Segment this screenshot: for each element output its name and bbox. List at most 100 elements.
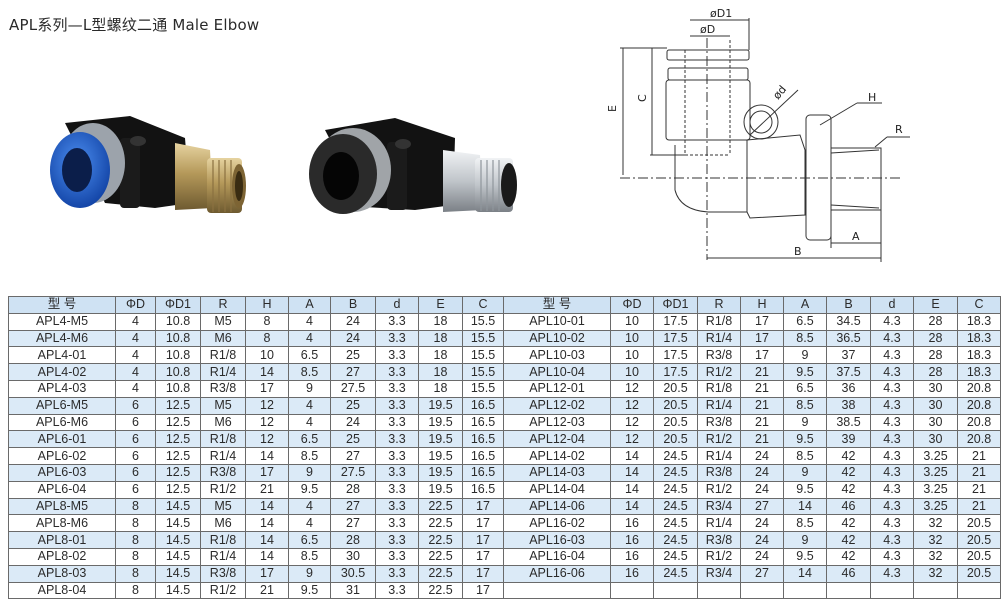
cell-right-phi-d1: 20.5 — [653, 430, 698, 448]
cell-left-h: 21 — [245, 582, 289, 599]
cell-right-phi-d1: 17.5 — [653, 330, 698, 347]
cell-right-d: 4.3 — [870, 548, 914, 566]
cell-left-phi-d1: 12.5 — [155, 447, 201, 465]
cell-right-phi-d1: 24.5 — [653, 531, 698, 549]
cell-left-r: R3/8 — [200, 565, 246, 583]
cell-right-b: 42 — [826, 531, 871, 549]
cell-left-e: 18 — [418, 330, 463, 347]
cell-left-phi-d: 6 — [115, 430, 156, 448]
cell-right-c: 20.8 — [957, 414, 1001, 431]
cell-left-phi-d: 8 — [115, 565, 156, 583]
cell-right-model: APL12-04 — [503, 430, 611, 448]
cell-right-b: 42 — [826, 548, 871, 566]
cell-left-d: 3.3 — [375, 346, 419, 364]
cell-right-r: R1/8 — [697, 313, 741, 331]
cell-left-d: 3.3 — [375, 430, 419, 448]
cell-right-d — [870, 582, 914, 599]
cell-left-model: APL6-01 — [8, 430, 116, 448]
cell-right-e: 32 — [913, 531, 958, 549]
label-A: A — [852, 230, 860, 243]
cell-left-e: 22.5 — [418, 514, 463, 532]
cell-left-b: 27.5 — [330, 464, 376, 482]
cell-left-h: 21 — [245, 481, 289, 499]
cell-right-model: APL14-03 — [503, 464, 611, 482]
header-a: A — [288, 296, 331, 314]
cell-right-d: 4.3 — [870, 481, 914, 499]
cell-right-model: APL10-03 — [503, 346, 611, 364]
cell-right-e: 28 — [913, 346, 958, 364]
cell-right-a: 6.5 — [783, 313, 827, 331]
cell-right-r: R3/8 — [697, 464, 741, 482]
cell-left-model: APL8-M5 — [8, 498, 116, 515]
cell-left-b: 28 — [330, 481, 376, 499]
cell-left-r: R1/8 — [200, 346, 246, 364]
header-a: A — [783, 296, 827, 314]
label-H: H — [868, 91, 876, 104]
header-r: R — [697, 296, 741, 314]
cell-left-model: APL8-M6 — [8, 514, 116, 532]
cell-right-r: R1/4 — [697, 447, 741, 465]
cell-right-e: 32 — [913, 514, 958, 532]
cell-left-a: 6.5 — [288, 430, 331, 448]
cell-left-c: 15.5 — [462, 363, 504, 381]
cell-left-e: 19.5 — [418, 430, 463, 448]
cell-left-b: 27 — [330, 447, 376, 465]
cell-left-b: 27 — [330, 514, 376, 532]
cell-left-phi-d1: 10.8 — [155, 363, 201, 381]
cell-right-e: 30 — [913, 397, 958, 415]
cell-right-h: 21 — [740, 397, 784, 415]
cell-right-a: 9 — [783, 414, 827, 431]
cell-right-r — [697, 582, 741, 599]
cell-left-c: 16.5 — [462, 464, 504, 482]
header-h: H — [740, 296, 784, 314]
cell-left-e: 19.5 — [418, 464, 463, 482]
cell-right-r: R1/4 — [697, 514, 741, 532]
cell-left-c: 17 — [462, 514, 504, 532]
cell-right-c: 20.5 — [957, 565, 1001, 583]
header-h: H — [245, 296, 289, 314]
cell-right-phi-d1: 24.5 — [653, 514, 698, 532]
cell-left-d: 3.3 — [375, 380, 419, 398]
header-model: 型 号 — [8, 296, 116, 314]
cell-left-h: 12 — [245, 397, 289, 415]
cell-left-e: 18 — [418, 313, 463, 331]
cell-right-r: R3/8 — [697, 414, 741, 431]
cell-right-r: R1/8 — [697, 380, 741, 398]
header-d: d — [870, 296, 914, 314]
header-c: C — [462, 296, 504, 314]
cell-right-a: 9 — [783, 531, 827, 549]
cell-right-d: 4.3 — [870, 346, 914, 364]
cell-left-phi-d: 8 — [115, 531, 156, 549]
cell-left-r: R1/8 — [200, 430, 246, 448]
cell-left-c: 16.5 — [462, 481, 504, 499]
cell-left-c: 16.5 — [462, 447, 504, 465]
cell-left-b: 30 — [330, 548, 376, 566]
cell-left-r: M5 — [200, 313, 246, 331]
cell-right-phi-d: 14 — [610, 447, 654, 465]
header-e: E — [913, 296, 958, 314]
cell-left-phi-d1: 12.5 — [155, 430, 201, 448]
cell-right-r: R3/4 — [697, 498, 741, 515]
cell-right-e: 32 — [913, 548, 958, 566]
cell-left-b: 24 — [330, 330, 376, 347]
cell-right-e: 3.25 — [913, 498, 958, 515]
cell-left-phi-d: 6 — [115, 397, 156, 415]
cell-right-r: R1/2 — [697, 363, 741, 381]
cell-right-b: 46 — [826, 565, 871, 583]
cell-right-e: 28 — [913, 363, 958, 381]
cell-right-phi-d: 16 — [610, 565, 654, 583]
cell-left-model: APL6-04 — [8, 481, 116, 499]
cell-right-h: 21 — [740, 363, 784, 381]
cell-right-b: 42 — [826, 447, 871, 465]
cell-right-b: 37 — [826, 346, 871, 364]
cell-left-a: 8.5 — [288, 447, 331, 465]
cell-right-phi-d: 16 — [610, 514, 654, 532]
cell-left-a: 9 — [288, 464, 331, 482]
